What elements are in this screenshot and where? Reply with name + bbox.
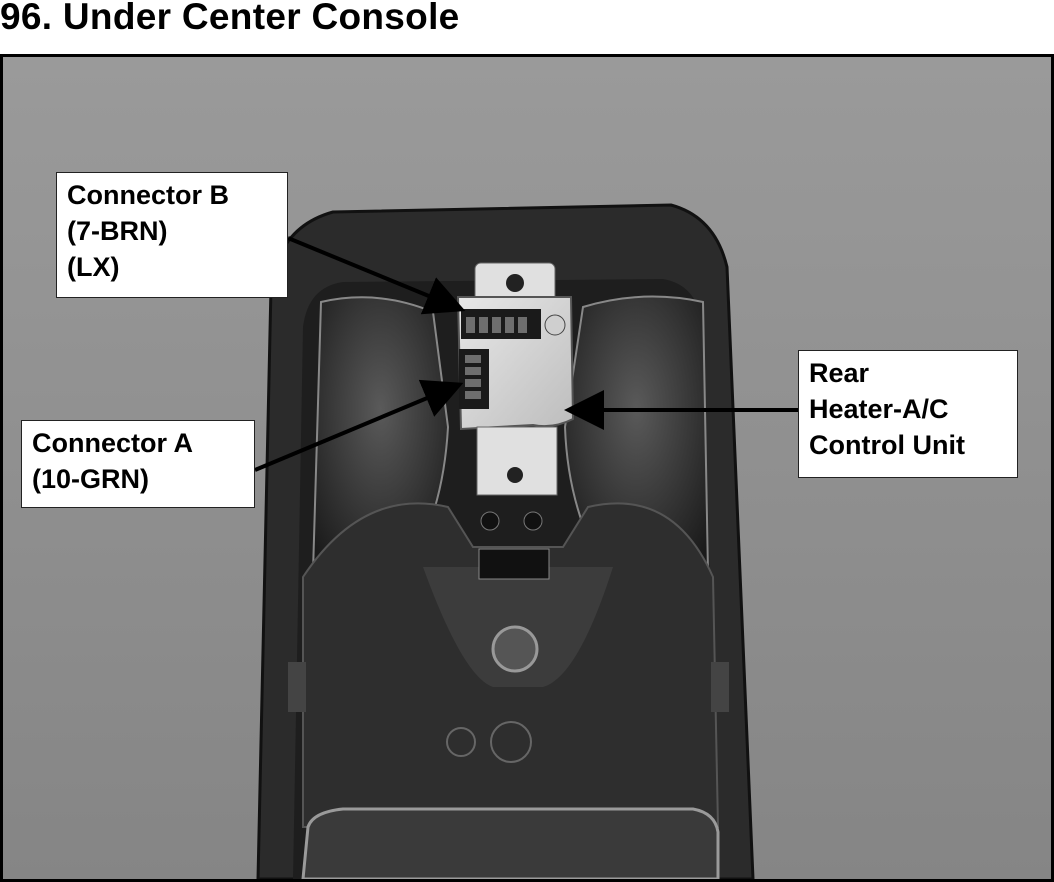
callout-text: Rear	[809, 358, 870, 388]
callout-connector-b: Connector B (7-BRN) (LX)	[56, 172, 288, 298]
page-title: 96. Under Center Console	[0, 0, 460, 37]
callout-text: (7-BRN)	[67, 216, 168, 246]
callout-text: Connector A	[32, 428, 193, 458]
callout-text: Connector B	[67, 180, 229, 210]
bottom-opening	[301, 807, 720, 879]
callout-text: Heater-A/C	[809, 394, 949, 424]
callout-connector-a: Connector A (10-GRN)	[21, 420, 255, 508]
lower-connector	[478, 548, 550, 580]
center-knob	[491, 625, 539, 673]
callout-text: Control Unit	[809, 430, 965, 460]
callout-control-unit: Rear Heater-A/C Control Unit	[798, 350, 1018, 478]
callout-text: (LX)	[67, 252, 120, 282]
callout-text: (10-GRN)	[32, 464, 150, 494]
lower-bracket	[476, 426, 558, 496]
